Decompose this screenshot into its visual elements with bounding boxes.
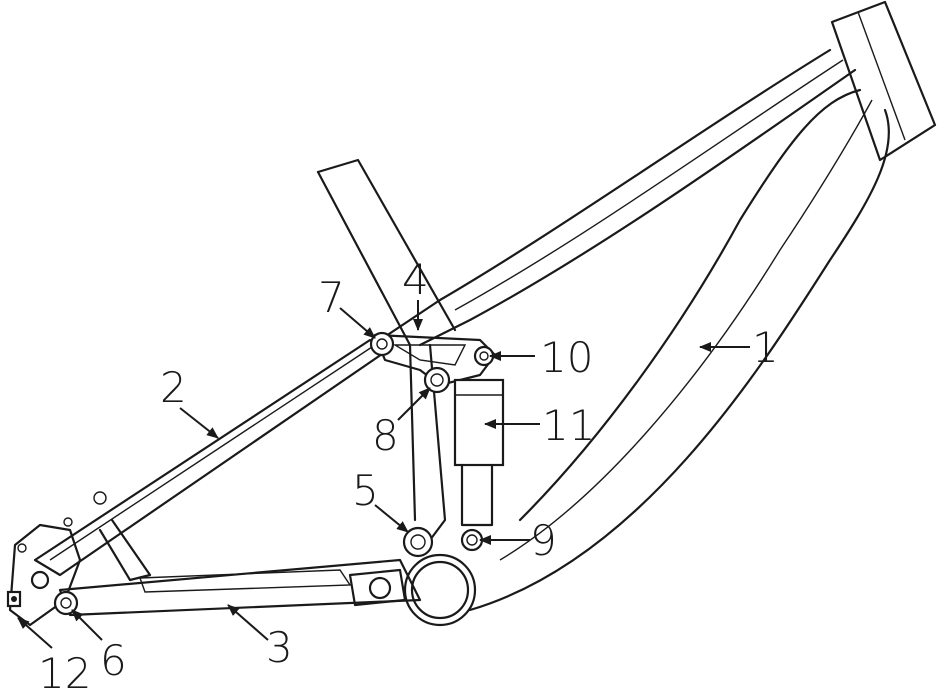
callout-10: 10 — [540, 333, 593, 382]
callout-3: 3 — [266, 623, 293, 672]
callout-1: 1 — [752, 323, 779, 372]
callout-7: 7 — [318, 273, 345, 322]
callout-9: 9 — [530, 516, 557, 565]
callout-6: 6 — [100, 636, 127, 685]
rear-dropout — [6, 517, 82, 627]
main-frame — [378, 0, 937, 627]
callout-5: 5 — [352, 466, 379, 515]
rear-shock — [453, 378, 505, 527]
callout-4: 4 — [402, 255, 429, 304]
seat-stay — [33, 338, 387, 582]
leader-lines — [17, 300, 750, 649]
pivot-6 — [53, 590, 79, 616]
pivot-7 — [369, 331, 395, 357]
pivot-9 — [460, 528, 484, 552]
callout-2: 2 — [160, 363, 187, 412]
callout-11: 11 — [542, 401, 595, 450]
chain-stay — [58, 558, 422, 617]
pivot-5 — [402, 526, 434, 558]
callout-8: 8 — [372, 411, 399, 460]
pivots — [53, 331, 495, 616]
callout-12: 12 — [38, 649, 91, 691]
callout-labels: 1 2 3 4 5 6 7 8 9 10 11 12 — [38, 255, 779, 691]
pivot-8 — [423, 366, 451, 394]
